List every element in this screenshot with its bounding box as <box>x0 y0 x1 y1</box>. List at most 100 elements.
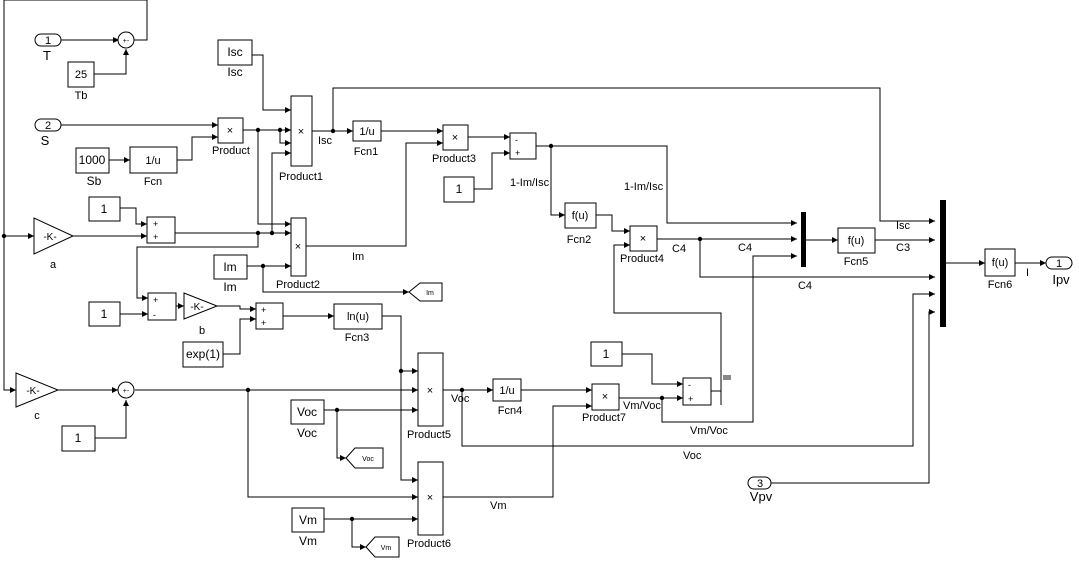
constant-one-c-value: 1 <box>75 431 82 445</box>
constant-one-d[interactable]: 1 <box>443 176 475 203</box>
goto-voc[interactable]: Voc <box>345 447 384 469</box>
product-block[interactable]: × Product <box>212 117 250 157</box>
product5-block[interactable]: × Product5 <box>407 352 451 441</box>
wire-fcn-to-product <box>177 134 218 161</box>
outport-ipv[interactable]: 1 Ipv <box>1045 256 1073 287</box>
fcn5-label: Fcn5 <box>844 256 868 268</box>
constant-voc[interactable]: Voc Voc <box>290 399 325 440</box>
inport-t-number: 1 <box>45 35 51 47</box>
signal-label-im: Im <box>352 251 364 263</box>
wire-sum-c-to-product6 <box>247 390 418 500</box>
gain-c[interactable]: -K- c <box>15 372 60 422</box>
fcn3-label: Fcn3 <box>345 332 369 344</box>
wire-product-to-product2 <box>257 130 291 227</box>
wire-gain-b-to-sum <box>217 305 256 312</box>
wire-im-to-goto <box>262 266 409 295</box>
constant-exp1-value: exp(1) <box>186 347 220 361</box>
product3-symbol: × <box>452 132 458 144</box>
fcn1-block[interactable]: 1/u Fcn1 <box>352 120 382 158</box>
sum-b-sign-1: + <box>153 295 158 305</box>
signal-lines <box>3 0 1046 550</box>
wire-product2-to-product3 <box>306 140 443 247</box>
constant-im-value: Im <box>223 260 236 274</box>
product1-symbol: × <box>298 126 304 138</box>
signal-label-1-im-isc-b: 1-Im/Isc <box>624 181 664 193</box>
wire-one-to-sum-b <box>474 150 510 190</box>
constant-tb-value: 25 <box>75 69 87 81</box>
product5-label: Product5 <box>407 429 451 441</box>
constant-one-e[interactable]: 1 <box>590 341 623 367</box>
inport-s[interactable]: 2 S <box>34 118 62 148</box>
wire-fcn3-to-product5 <box>382 315 418 374</box>
constant-one-c[interactable]: 1 <box>61 425 96 452</box>
sum-t[interactable]: +- <box>117 31 135 49</box>
constant-one-a[interactable]: 1 <box>88 196 121 222</box>
sum-ln[interactable]: + + <box>255 302 284 330</box>
constant-vm[interactable]: Vm Vm <box>291 507 325 548</box>
goto-im[interactable]: Im <box>408 282 443 302</box>
constant-sb[interactable]: 1000 Sb <box>75 147 110 188</box>
fcn2-block[interactable]: f(u) Fcn2 <box>564 202 597 246</box>
constant-one-d-value: 1 <box>456 182 463 196</box>
sum-vm-voc[interactable]: - + <box>682 377 712 406</box>
fcn6-label: Fcn6 <box>988 279 1012 291</box>
gain-a-value: -K- <box>43 232 56 243</box>
constant-im[interactable]: Im Im <box>213 254 248 294</box>
fcn2-label: Fcn2 <box>567 234 591 246</box>
signal-label-1-im-isc-a: 1-Im/Isc <box>510 177 550 189</box>
signal-label-vm: Vm <box>490 500 507 512</box>
fcn5-expr: f(u) <box>848 235 865 247</box>
sum-a[interactable]: + + <box>146 216 176 244</box>
mux-output[interactable] <box>940 200 946 327</box>
sum-b-input[interactable]: + - <box>147 292 177 321</box>
constant-vm-label: Vm <box>299 534 317 548</box>
product4-block[interactable]: × Product4 <box>620 225 664 265</box>
wire-s-branch <box>279 130 291 146</box>
inport-t[interactable]: 1 T <box>34 33 62 63</box>
product1-block[interactable]: × Product1 <box>279 95 323 183</box>
constant-isc-label: Isc <box>227 65 242 79</box>
wire-exp-to-sum <box>223 316 256 355</box>
gain-a-label: a <box>50 259 57 271</box>
wire-sum-d-to-feedback <box>711 390 722 405</box>
gain-b[interactable]: -K- b <box>183 292 219 337</box>
constant-one-b[interactable]: 1 <box>88 301 121 327</box>
inport-vpv[interactable]: 3 Vpv <box>747 476 773 504</box>
product-symbol: × <box>227 125 233 137</box>
wire-vmvoc-route <box>661 398 754 423</box>
mux-c4[interactable]: C4 <box>798 212 812 292</box>
sum-c[interactable]: +- <box>117 381 135 399</box>
wire-voc-to-goto <box>336 410 346 461</box>
inport-s-number: 2 <box>45 120 51 132</box>
product4-label: Product4 <box>620 253 664 265</box>
constant-one-e-value: 1 <box>603 347 610 361</box>
fcn3-block[interactable]: ln(u) Fcn3 <box>333 303 383 344</box>
product2-block[interactable]: × Product2 <box>276 217 320 291</box>
sum-im-isc[interactable]: - + <box>509 132 537 160</box>
fcn4-block[interactable]: 1/u Fcn4 <box>492 378 522 417</box>
gain-c-label: c <box>34 410 40 422</box>
sum-im-isc-sign-2: + <box>515 148 520 158</box>
signal-label-voc-a: Voc <box>451 393 470 405</box>
wire-one-to-sum-d <box>622 353 683 387</box>
sum-a-sign-2: + <box>153 232 158 242</box>
fcn-block[interactable]: 1/u Fcn <box>129 146 178 188</box>
constant-tb[interactable]: 25 Tb <box>67 61 95 102</box>
product-label: Product <box>212 145 250 157</box>
product7-symbol: × <box>602 391 608 403</box>
constant-isc[interactable]: Isc Isc <box>217 39 253 79</box>
fcn6-block[interactable]: f(u) Fcn6 <box>984 248 1016 291</box>
goto-vm[interactable]: Vm <box>365 536 400 558</box>
sum-ln-sign-1: + <box>261 305 266 315</box>
signal-label-c4-a: C4 <box>672 243 686 255</box>
product7-block[interactable]: × Product7 <box>582 383 626 424</box>
constant-exp1[interactable]: exp(1) <box>182 341 224 368</box>
constant-one-a-value: 1 <box>101 202 108 216</box>
product4-symbol: × <box>640 233 646 245</box>
fcn5-block[interactable]: f(u) Fcn5 <box>837 227 876 268</box>
product6-symbol: × <box>427 492 433 504</box>
product7-label: Product7 <box>582 412 626 424</box>
product3-block[interactable]: × Product3 <box>432 124 476 165</box>
gain-a[interactable]: -K- a <box>33 217 75 271</box>
product6-block[interactable]: × Product6 <box>407 461 451 550</box>
